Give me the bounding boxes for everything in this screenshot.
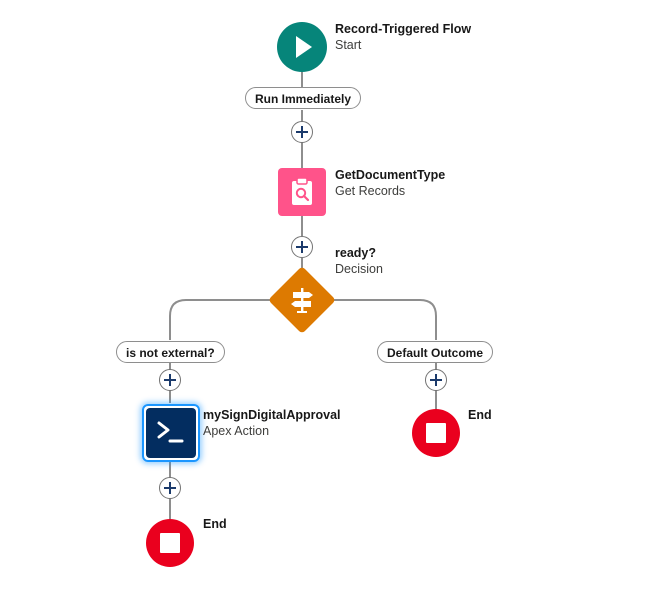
terminal-icon (157, 421, 184, 443)
run-immediately-pill[interactable]: Run Immediately (245, 87, 362, 109)
apex-action-node[interactable] (142, 404, 200, 462)
branch-label-is-not-external[interactable]: is not external? (116, 341, 225, 363)
end-node-title: End (468, 408, 492, 422)
decision-title: ready? (335, 246, 376, 260)
apex-action-title: mySignDigitalApproval (203, 408, 341, 422)
end-node-title: End (203, 517, 227, 531)
clipboard-search-icon (292, 177, 312, 205)
start-node-title: Record-Triggered Flow (335, 22, 472, 36)
add-element-button[interactable] (291, 121, 313, 143)
add-element-button[interactable] (425, 369, 447, 391)
add-element-button[interactable] (291, 236, 313, 258)
end-node[interactable] (412, 409, 460, 457)
end-node[interactable] (146, 519, 194, 567)
get-records-title: GetDocumentType (335, 168, 446, 182)
start-node[interactable] (277, 22, 327, 72)
play-icon (296, 36, 312, 58)
add-element-button[interactable] (159, 477, 181, 499)
add-element-button[interactable] (159, 369, 181, 391)
stop-icon (160, 533, 180, 553)
get-records-subtitle: Get Records (335, 184, 406, 198)
branch-label-default-outcome[interactable]: Default Outcome (377, 341, 494, 363)
get-records-node[interactable] (278, 168, 326, 216)
apex-action-box (146, 408, 196, 458)
signpost-icon (291, 288, 313, 313)
decision-subtitle: Decision (335, 262, 383, 276)
start-node-subtitle: Start (335, 38, 362, 52)
apex-action-subtitle: Apex Action (203, 424, 270, 438)
stop-icon (426, 423, 446, 443)
